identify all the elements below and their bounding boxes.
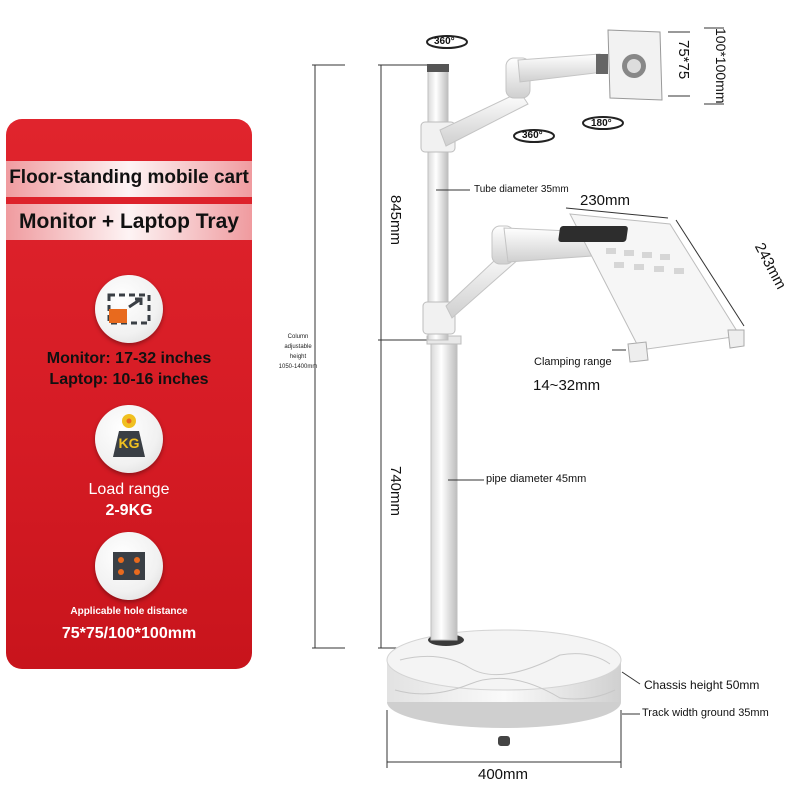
height-dimension-lines xyxy=(312,64,428,649)
panel-title-line2: Monitor + Laptop Tray xyxy=(19,210,239,233)
laptop-tray xyxy=(558,213,745,363)
hole-distance-label: Applicable hole distance xyxy=(70,606,188,617)
leader-lines xyxy=(386,189,641,768)
load-range-label: Load range xyxy=(88,481,170,498)
column-note-line: height xyxy=(289,354,307,360)
clamping-range-label: Clamping range xyxy=(534,356,612,368)
panel-title-line1: Floor-standing mobile cart xyxy=(9,167,249,188)
monitor-size-icon xyxy=(95,275,163,343)
rotation-360-top: 360° xyxy=(434,36,455,47)
title-band xyxy=(6,161,252,197)
base-width-label: 400mm xyxy=(478,766,529,783)
tray-dimension-lines xyxy=(565,207,745,351)
tube-diameter-label: Tube diameter 35mm xyxy=(474,184,569,195)
vesa-hole-icon xyxy=(95,532,163,600)
tray-width-label: 230mm xyxy=(580,192,631,209)
monitor-arm xyxy=(439,53,608,147)
weight-icon: KG xyxy=(95,405,163,473)
hole-distance-value: 75*75/100*100mm xyxy=(61,625,197,642)
pipe-diameter-label: pipe diameter 45mm xyxy=(486,473,587,485)
upper-tube xyxy=(427,67,449,341)
chassis-height-label: Chassis height 50mm xyxy=(644,678,760,692)
lower-height-label: 740mm xyxy=(387,466,404,517)
track-width-label: Track width ground 35mm xyxy=(642,707,769,719)
rotation-arrows xyxy=(426,35,624,143)
lower-pipe xyxy=(430,337,458,641)
laptop-arm xyxy=(445,225,593,319)
column-note-line: 1050-1400mm xyxy=(278,364,318,370)
upper-height-label: 845mm xyxy=(387,195,404,246)
column-note-line: adjustable xyxy=(284,344,312,350)
load-range-value: 2-9KG xyxy=(105,502,153,519)
clamping-range-value: 14~32mm xyxy=(533,377,601,394)
column-adjustable-note: Column adjustable height 1050-1400mm xyxy=(272,332,324,372)
vesa-dimension-lines xyxy=(668,27,724,105)
rotation-180: 180° xyxy=(591,118,612,129)
laptop-size-text: Laptop: 10-16 inches xyxy=(49,371,209,388)
vesa-plate xyxy=(607,29,663,101)
column-note-line: Column xyxy=(287,334,309,340)
kg-badge-text: KG xyxy=(118,435,140,451)
vesa-large-dimension: 100*100mm xyxy=(713,28,729,104)
rotation-360-mid: 360° xyxy=(522,130,543,141)
marble-base xyxy=(386,629,622,746)
vesa-small-dimension: 75*75 xyxy=(675,40,692,80)
feature-panel: Floor-standing mobile cart Monitor + Lap… xyxy=(6,119,252,669)
title-band xyxy=(6,204,252,240)
monitor-size-text: Monitor: 17-32 inches xyxy=(46,350,212,367)
